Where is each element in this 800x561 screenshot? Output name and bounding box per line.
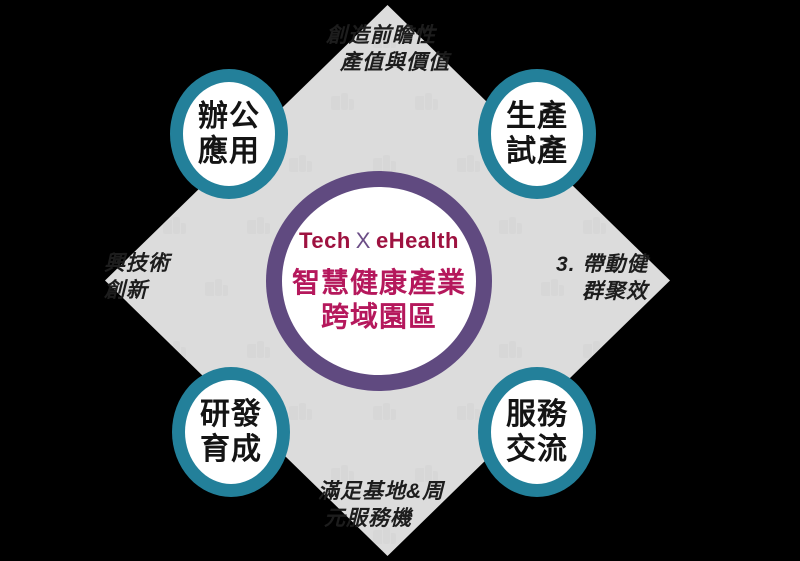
hub-title-line2: 跨域園區 <box>320 301 437 332</box>
caption-bottom-line2: 元服務機 <box>324 507 412 530</box>
caption-left-line1: 興技術 <box>104 252 170 275</box>
watermark-mark <box>665 465 670 485</box>
hub-title-line1: 智慧健康產業 <box>291 267 466 298</box>
caption-left: 興技術 創新 <box>104 250 170 304</box>
node-rnd-incubation[interactable]: 研發 育成 <box>172 367 290 497</box>
node-office-application[interactable]: 辦公 應用 <box>170 69 288 199</box>
caption-bottom-line1: 滿足基地&周 <box>318 480 445 503</box>
node-office-application-line1: 辦公 <box>198 100 260 133</box>
watermark-mark <box>119 527 145 547</box>
watermark-mark <box>665 93 670 113</box>
node-service-exchange-line2: 交流 <box>506 433 568 466</box>
watermark-mark <box>119 403 145 423</box>
node-rnd-incubation-body: 研發 育成 <box>185 380 277 484</box>
watermark-mark <box>539 31 565 51</box>
watermark-mark <box>287 31 313 51</box>
node-rnd-incubation-line1: 研發 <box>200 398 262 431</box>
watermark-mark <box>623 527 649 547</box>
node-production-trial-body: 生產 試產 <box>491 82 583 186</box>
watermark-mark <box>287 527 313 547</box>
node-production-trial-line2: 試產 <box>506 135 568 168</box>
watermark-mark <box>623 403 649 423</box>
caption-left-line2: 創新 <box>104 279 148 302</box>
hub-tagline-right: eHealth <box>375 228 459 253</box>
hub-tagline-left: Tech <box>299 228 351 253</box>
node-office-application-line2: 應用 <box>198 135 260 168</box>
watermark-mark <box>623 155 649 175</box>
node-office-application-body: 辦公 應用 <box>183 82 275 186</box>
watermark-mark <box>203 527 229 547</box>
node-service-exchange-body: 服務 交流 <box>491 380 583 484</box>
watermark-mark <box>623 31 649 51</box>
caption-top-line2: 產值與價值 <box>340 51 450 74</box>
watermark-mark <box>455 527 481 547</box>
caption-top-line1: 創造前瞻性 <box>326 24 436 47</box>
watermark-mark <box>665 341 670 361</box>
node-service-exchange[interactable]: 服務 交流 <box>478 367 596 497</box>
caption-top: 創造前瞻性 產值與價值 <box>326 22 450 76</box>
caption-right: 3. 帶動健 群聚效 <box>556 251 648 305</box>
watermark-mark <box>203 31 229 51</box>
watermark-mark <box>539 527 565 547</box>
hub-tagline-x: X <box>355 228 371 253</box>
watermark-mark <box>119 155 145 175</box>
node-service-exchange-line1: 服務 <box>506 398 568 431</box>
caption-right-line1: 3. 帶動健 <box>556 253 649 276</box>
hub-title: 智慧健康產業 跨域園區 <box>292 266 466 334</box>
node-rnd-incubation-line2: 育成 <box>200 433 262 466</box>
caption-bottom: 滿足基地&周 元服務機 <box>318 478 444 532</box>
node-production-trial-line1: 生產 <box>506 100 568 133</box>
watermark-mark <box>665 217 670 237</box>
watermark-mark <box>455 31 481 51</box>
caption-right-line2: 群聚效 <box>582 280 648 303</box>
watermark-mark <box>119 31 145 51</box>
node-production-trial[interactable]: 生產 試產 <box>478 69 596 199</box>
